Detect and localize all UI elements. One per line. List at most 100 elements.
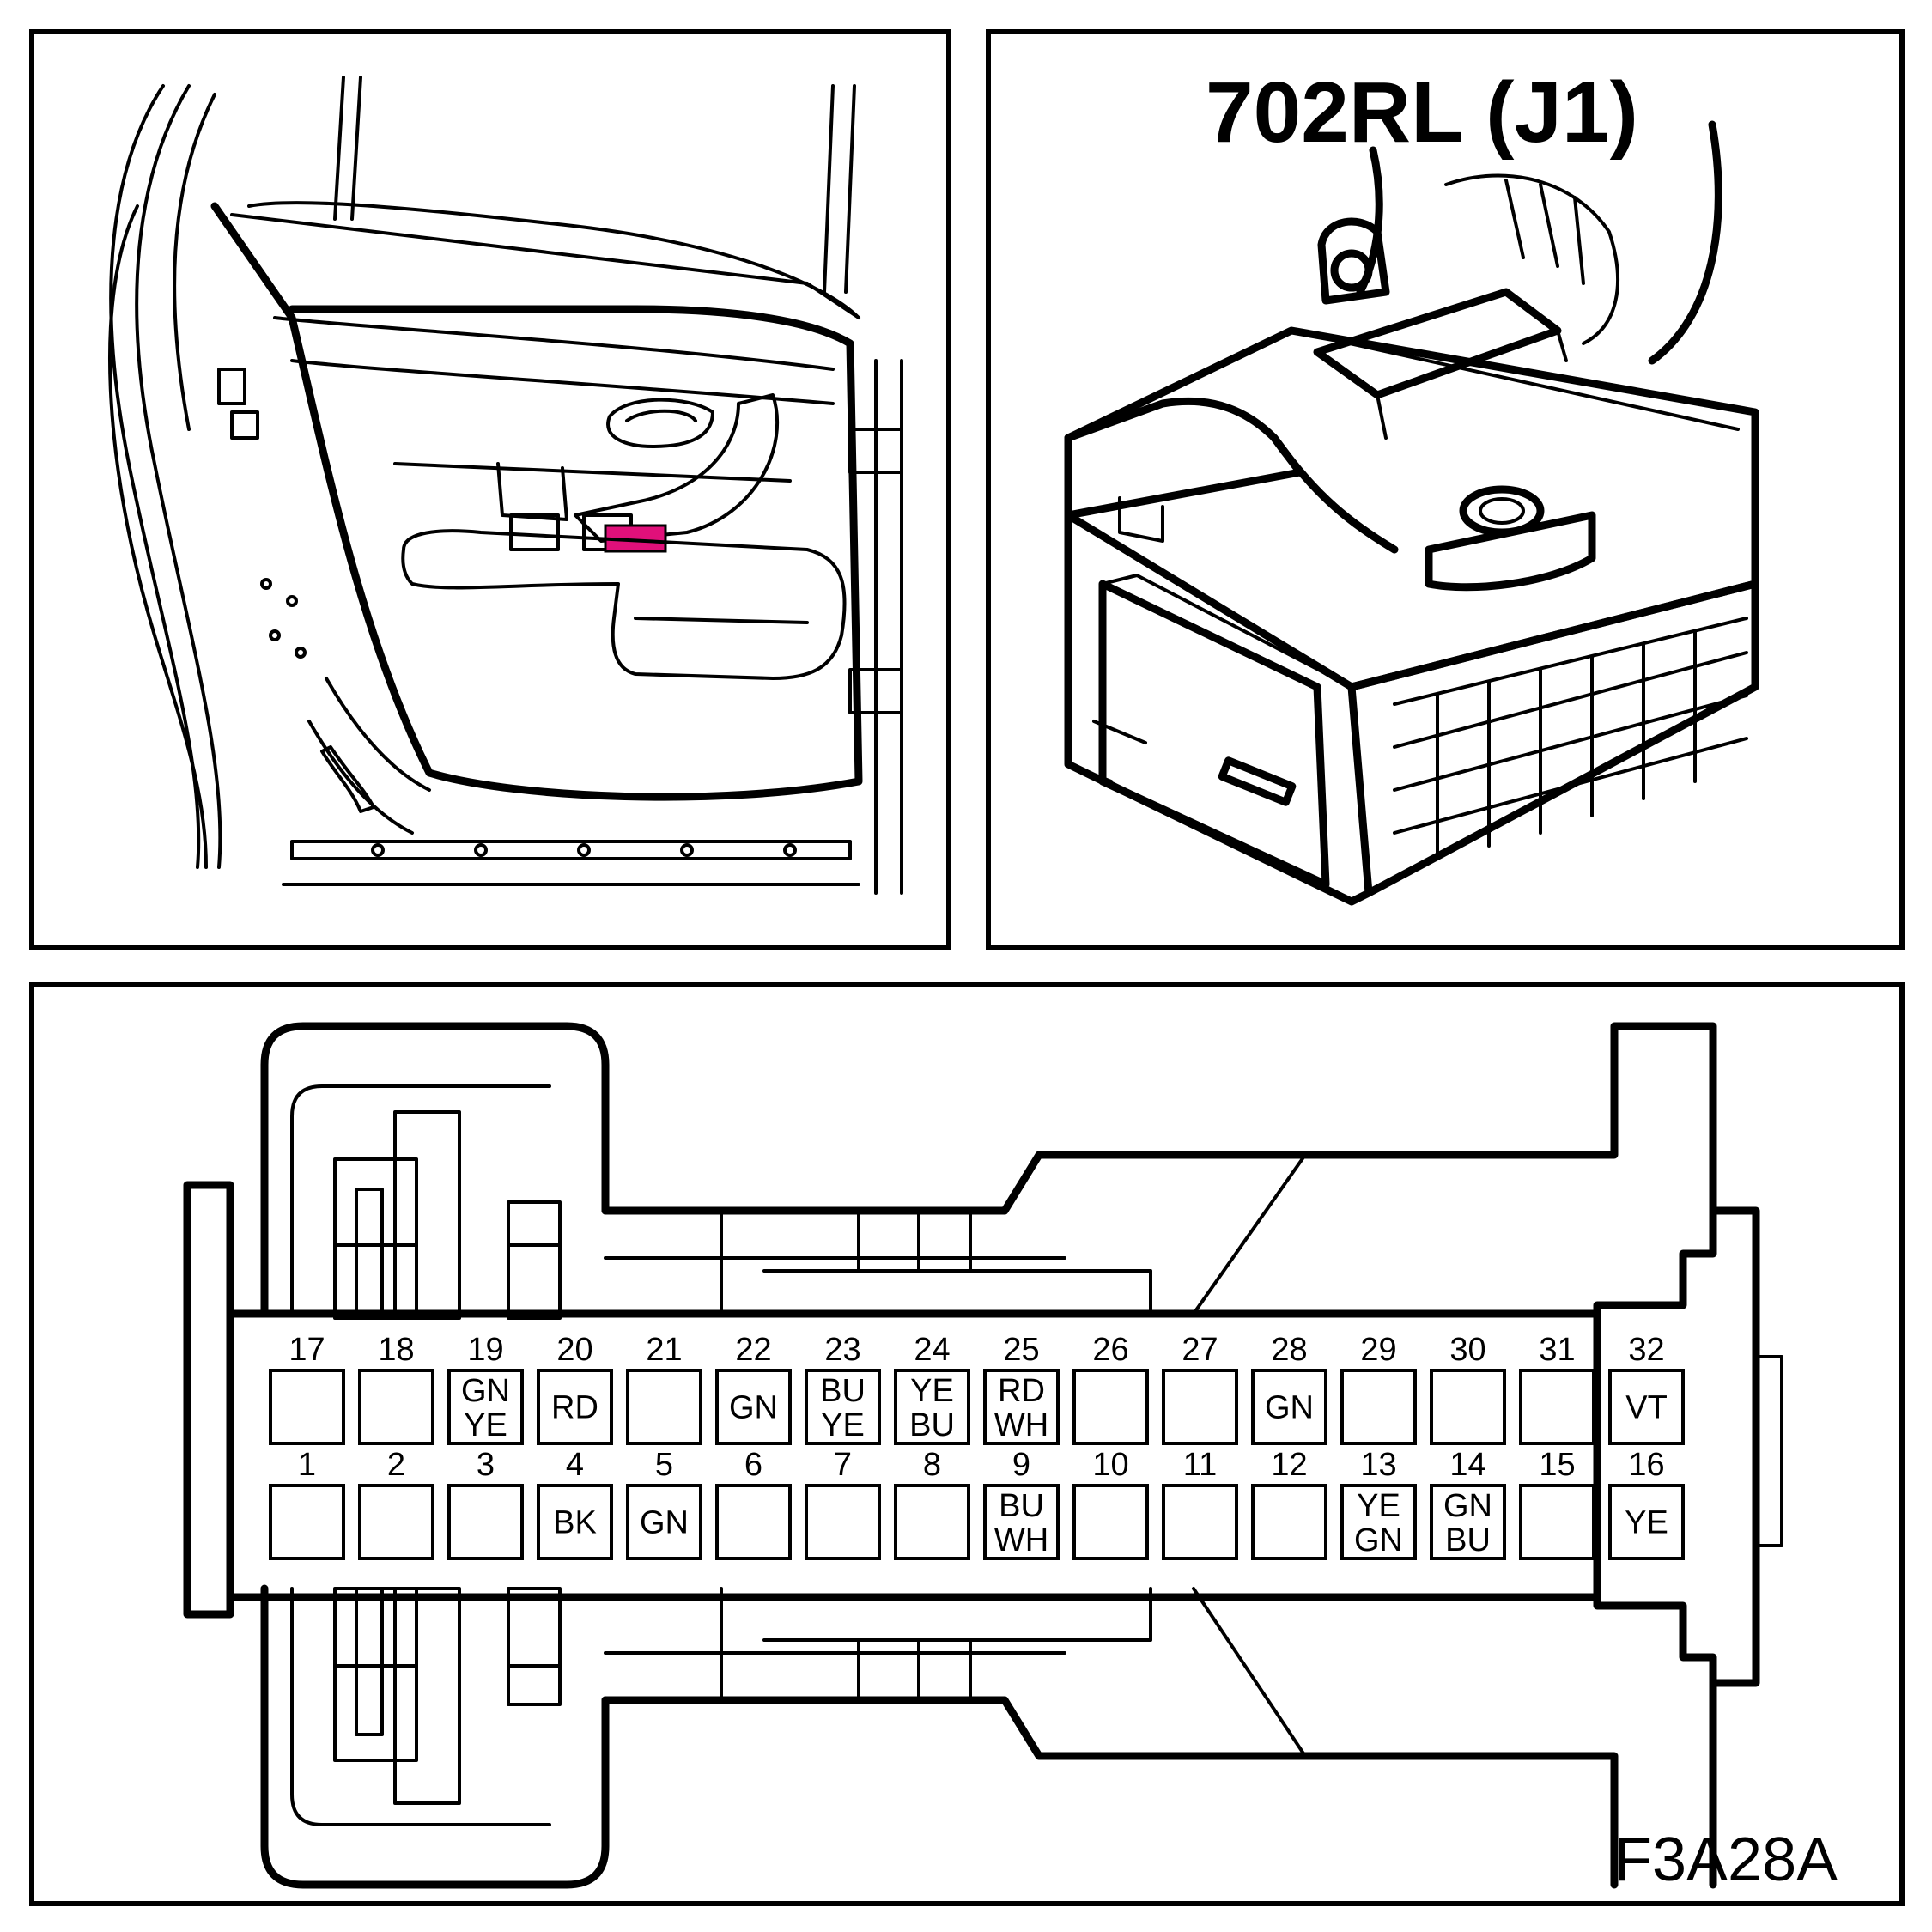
pin-7: 7 — [805, 1447, 881, 1560]
pin-cavity — [358, 1369, 434, 1445]
pin-number: 17 — [289, 1332, 325, 1368]
wire-color: YE — [1625, 1505, 1668, 1541]
pin-10: 10 — [1072, 1447, 1149, 1560]
pin-number: 23 — [824, 1332, 860, 1368]
connector-illustration: 702RL (J1) — [1064, 64, 1759, 906]
pin-5: 5GN — [626, 1447, 702, 1560]
wire-color: GN — [729, 1390, 778, 1426]
wire-color-stripe: GN — [1354, 1522, 1403, 1558]
pin-cavity — [537, 1484, 613, 1560]
pin-4: 4BK — [537, 1447, 613, 1560]
wire-color-stripe: WH — [994, 1522, 1048, 1558]
pin-number: 12 — [1271, 1447, 1307, 1483]
wire-color-primary: YE — [1357, 1488, 1400, 1524]
pin-number: 4 — [566, 1447, 584, 1483]
pin-27: 27 — [1162, 1332, 1238, 1445]
pin-cavity — [1162, 1484, 1238, 1560]
pin-number: 15 — [1539, 1447, 1575, 1483]
pin-cavity — [1608, 1484, 1685, 1560]
pin-number: 26 — [1092, 1332, 1128, 1368]
pin-31: 31 — [1519, 1332, 1595, 1445]
pin-cavity — [447, 1369, 524, 1445]
pin-number: 28 — [1271, 1332, 1307, 1368]
wire-color-primary: GN — [461, 1373, 510, 1409]
pin-number: 5 — [655, 1447, 673, 1483]
door-illustration — [107, 76, 903, 895]
pin-number: 9 — [1012, 1447, 1030, 1483]
pin-cavity — [715, 1484, 792, 1560]
pin-cavity — [537, 1369, 613, 1445]
pin-cavity — [1340, 1484, 1417, 1560]
pin-number: 22 — [735, 1332, 771, 1368]
pin-30: 30 — [1430, 1332, 1506, 1445]
pin-number: 30 — [1449, 1332, 1485, 1368]
door-location-panel — [29, 29, 951, 950]
pin-number: 21 — [646, 1332, 682, 1368]
connector-housing-outline — [183, 1022, 1783, 1889]
pin-number: 13 — [1360, 1447, 1396, 1483]
pin-number: 7 — [834, 1447, 852, 1483]
pin-26: 26 — [1072, 1332, 1149, 1445]
wire-color: VT — [1625, 1390, 1668, 1426]
pin-cavity — [1519, 1369, 1595, 1445]
pin-number: 19 — [467, 1332, 503, 1368]
pin-cavity — [894, 1369, 970, 1445]
wire-color-stripe: BU — [1445, 1522, 1491, 1558]
connector-illustration-panel: 702RL (J1) — [986, 29, 1905, 950]
pin-number: 27 — [1182, 1332, 1218, 1368]
pin-cavity — [1340, 1369, 1417, 1445]
wire-color-primary: GN — [1443, 1488, 1492, 1524]
pin-number: 10 — [1092, 1447, 1128, 1483]
pin-number: 20 — [556, 1332, 592, 1368]
pin-number: 29 — [1360, 1332, 1396, 1368]
wire-color-primary: BU — [999, 1488, 1044, 1524]
pin-number: 25 — [1003, 1332, 1039, 1368]
pin-cavity — [1430, 1484, 1506, 1560]
pin-cavity — [1519, 1484, 1595, 1560]
pin-cavity — [715, 1369, 792, 1445]
pin-cavity — [447, 1484, 524, 1560]
wire-color-stripe: YE — [821, 1407, 865, 1443]
wire-color: GN — [640, 1505, 689, 1541]
wire-color: GN — [1265, 1390, 1314, 1426]
pin-15: 15 — [1519, 1447, 1595, 1560]
pin-cavity — [1608, 1369, 1685, 1445]
pin-1: 1 — [269, 1447, 345, 1560]
pin-number: 6 — [744, 1447, 762, 1483]
pin-cavity — [1072, 1484, 1149, 1560]
pin-number: 18 — [378, 1332, 414, 1368]
pin-number: 2 — [387, 1447, 405, 1483]
pin-number: 8 — [923, 1447, 941, 1483]
pin-11: 11 — [1162, 1447, 1238, 1560]
pin-cavity — [1072, 1369, 1149, 1445]
pin-3: 3 — [447, 1447, 524, 1560]
pin-cavity — [894, 1484, 970, 1560]
pin-cavity — [983, 1369, 1060, 1445]
pin-cavity — [805, 1369, 881, 1445]
pin-number: 31 — [1539, 1332, 1575, 1368]
pin-cavity — [269, 1369, 345, 1445]
wire-color-primary: YE — [910, 1373, 954, 1409]
pin-number: 14 — [1449, 1447, 1485, 1483]
pin-number: 11 — [1183, 1447, 1217, 1483]
pin-cavity — [626, 1369, 702, 1445]
pin-8: 8 — [894, 1447, 970, 1560]
connector-title: 702RL (J1) — [1206, 64, 1638, 161]
wire-color: BK — [553, 1505, 597, 1541]
pin-18: 18 — [358, 1332, 434, 1445]
pin-cavity — [1251, 1484, 1327, 1560]
pin-cavity — [805, 1484, 881, 1560]
